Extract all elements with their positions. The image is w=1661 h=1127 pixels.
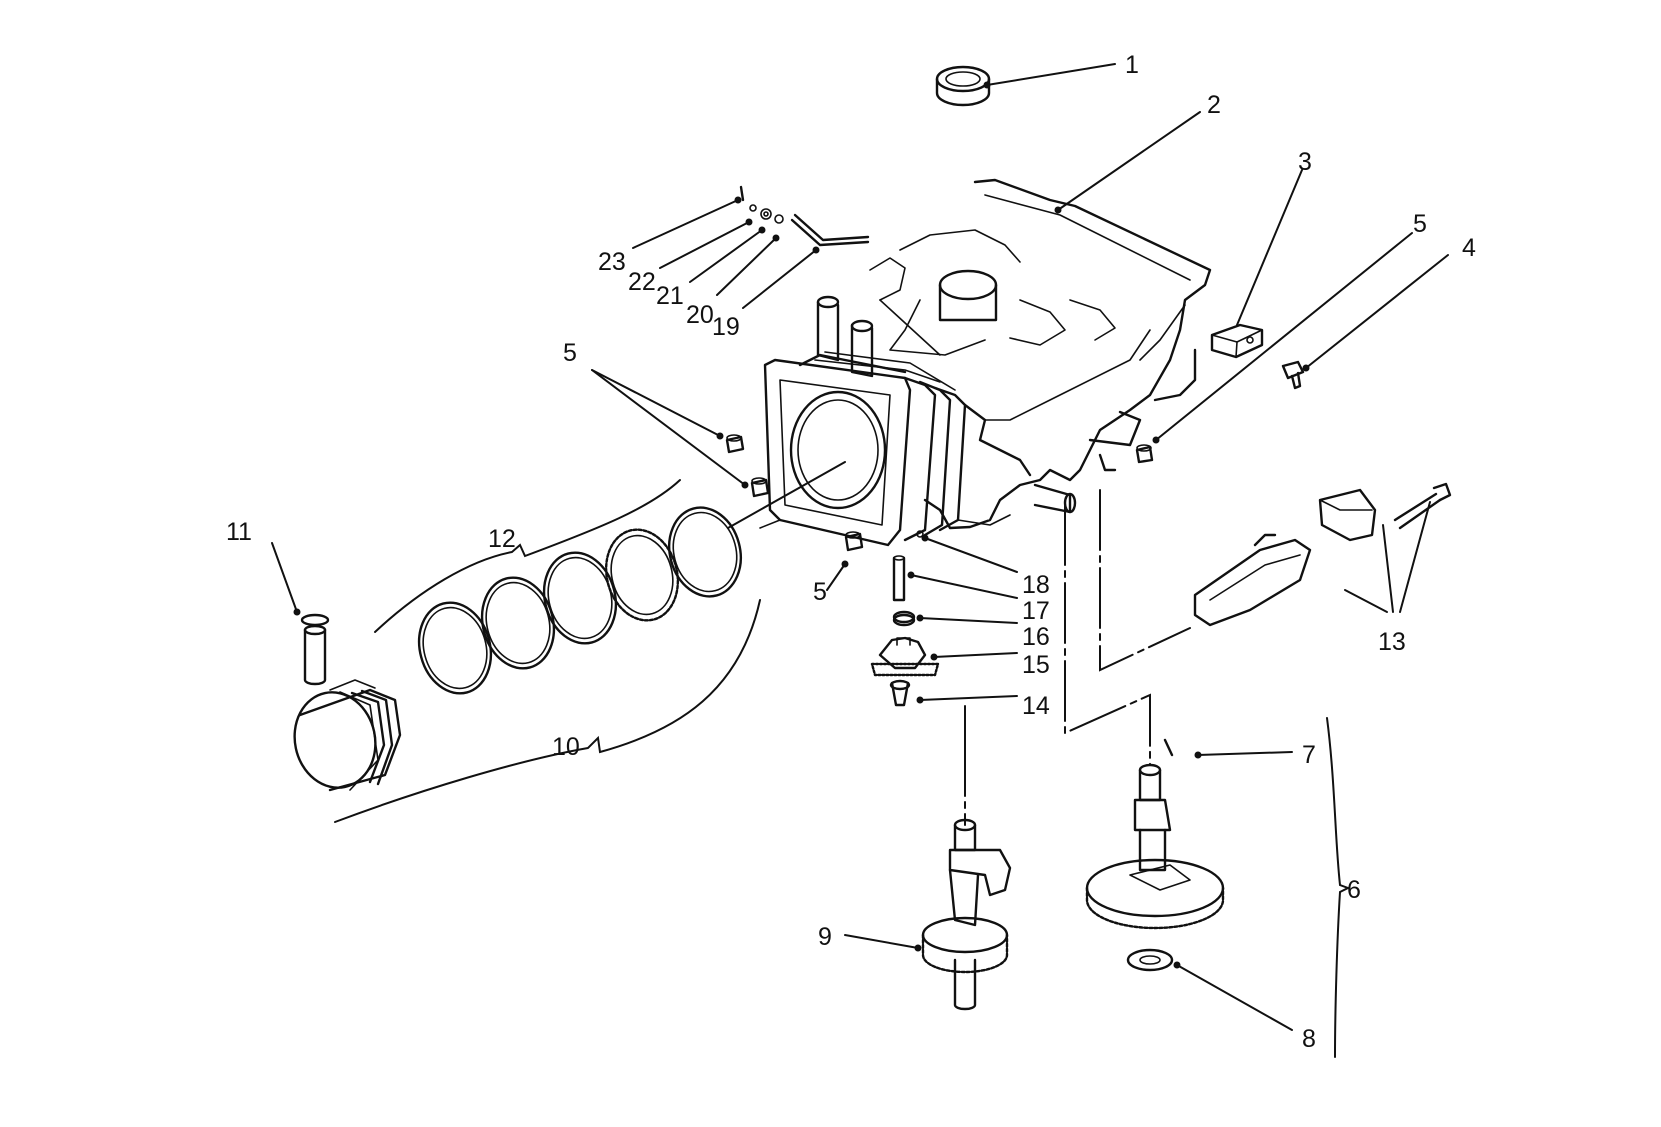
callout-18: 18 [1022,571,1050,599]
callout-1: 1 [1125,51,1139,79]
callout-5-lower: 5 [813,578,827,606]
part-crankshaft [921,818,1012,1011]
callout-20: 20 [686,301,714,329]
callout-15: 15 [1022,651,1050,679]
callout-16: 16 [1022,623,1050,651]
part-rocker-arm [1193,482,1452,627]
part-bracket [1210,323,1264,359]
part-piston-rings [417,506,742,695]
callout-13: 13 [1378,628,1406,656]
callout-2: 2 [1207,91,1221,119]
leader-dots [293,81,1310,969]
part-piston [293,679,402,792]
callout-17: 17 [1022,597,1050,625]
callout-9: 9 [818,923,832,951]
callout-8: 8 [1302,1025,1316,1053]
leader-lines [271,63,1449,1031]
part-crankcase [759,178,1212,547]
part-seal-ring [935,65,991,107]
part-piston-pin [300,613,330,686]
part-camshaft [1085,738,1225,972]
callout-10: 10 [552,733,580,761]
callout-23: 23 [598,248,626,276]
callout-5-right: 5 [1413,210,1427,238]
callout-4: 4 [1462,234,1476,262]
braces [334,479,1351,1058]
callout-11: 11 [226,518,252,546]
part-oil-slinger [870,530,940,707]
part-dowel-pins [725,434,1154,552]
callout-3: 3 [1298,148,1312,176]
callout-5-left: 5 [563,339,577,367]
callout-7: 7 [1302,741,1316,769]
callout-12: 12 [488,525,516,553]
part-breather-tube [739,185,870,247]
part-bolt-small [1281,360,1305,390]
callout-22: 22 [628,268,656,296]
alignment-lines [727,461,1191,826]
callout-labels: 1 2 3 4 5 5 5 6 7 8 9 10 11 12 13 14 15 … [226,51,1476,1053]
callout-19: 19 [712,313,740,341]
callout-14: 14 [1022,692,1050,720]
callout-21: 21 [656,282,684,310]
callout-6: 6 [1347,876,1361,904]
